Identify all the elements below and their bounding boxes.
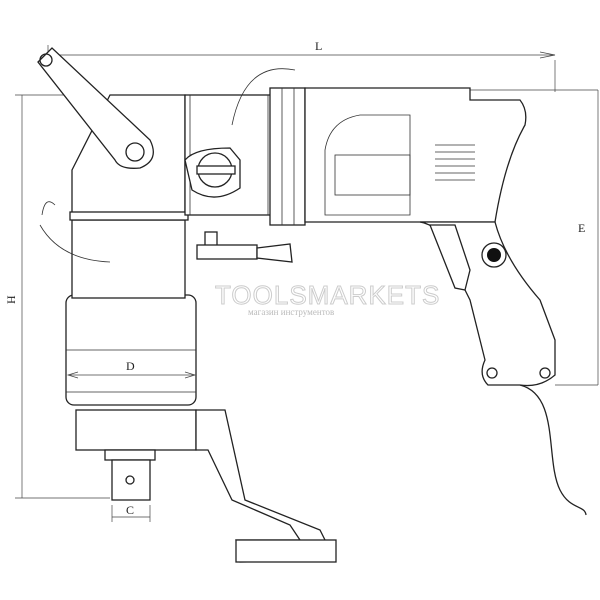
- square-drive: [104, 449, 156, 501]
- watermark-tagline: магазин инструментов: [248, 307, 334, 317]
- power-cable: [519, 384, 587, 516]
- motor-flange: [269, 87, 306, 226]
- dimension-C: [111, 505, 151, 522]
- speed-selector-dial[interactable]: [184, 147, 241, 198]
- label-D: D: [126, 359, 135, 373]
- rotation-arrow-left-curve: [39, 224, 111, 263]
- label-E: E: [578, 221, 585, 235]
- watermark: TOOLSMARKETS магазин инструментов: [215, 280, 440, 318]
- watermark-brand: TOOLSMARKETS: [215, 280, 440, 310]
- trigger[interactable]: [429, 224, 471, 291]
- vent-slots: [435, 144, 475, 181]
- gear-housing-lower: [65, 219, 197, 406]
- lock-button[interactable]: [481, 242, 507, 268]
- reaction-arm: [75, 409, 337, 563]
- rotation-arrow-left: [41, 201, 56, 216]
- label-C: C: [126, 503, 134, 517]
- label-H: H: [4, 295, 18, 304]
- adjust-knob[interactable]: [196, 231, 293, 263]
- motor-housing: [304, 87, 527, 223]
- dimension-E: [470, 89, 599, 386]
- dimension-D: [66, 371, 197, 379]
- rotation-arrow-top: [231, 68, 296, 126]
- lever-arm[interactable]: [37, 47, 154, 169]
- label-L: L: [315, 39, 322, 53]
- dimension-L: [47, 45, 556, 92]
